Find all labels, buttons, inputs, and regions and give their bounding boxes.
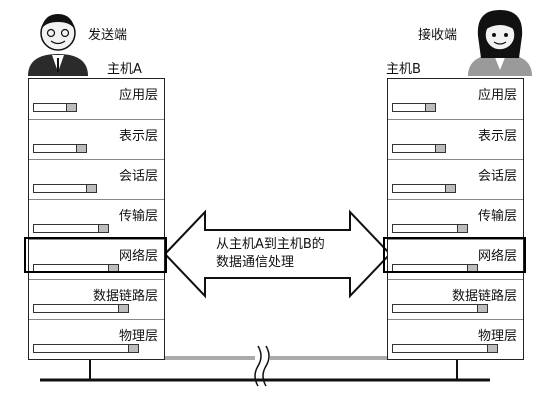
layer-label: 传输层 [477,209,517,224]
sender-layer-presentation: 表示层 [29,119,164,159]
sender-highlighted-layer [24,237,167,273]
data-unit-bar [33,184,97,193]
receiver-layer-physical: 物理层 [388,319,523,359]
layer-label: 会话层 [477,169,517,184]
sender-layer-datalink: 数据链路层 [29,279,164,319]
layer-label: 网络层 [118,249,158,264]
layer-label: 物理层 [477,329,517,344]
layer-label: 应用层 [477,88,517,103]
data-unit-bar [392,224,468,233]
sender-protocol-stack: 应用层 表示层 会话层 传输层 网络层 数据链路层 物理层 [28,78,165,360]
receiver-layer-transport: 传输层 [388,199,523,239]
receiver-layer-session: 会话层 [388,159,523,199]
receiver-role-label: 接收端 [418,28,458,43]
layer-label: 物理层 [118,329,158,344]
data-unit-bar [392,103,436,112]
layer-label: 数据链路层 [451,289,517,304]
layer-label: 网络层 [477,249,517,264]
receiver-highlighted-layer [383,237,526,273]
data-unit-bar [392,144,446,153]
data-unit-bar [33,144,87,153]
sender-role-label: 发送端 [88,28,128,43]
receiver-layer-application: 应用层 [388,79,523,119]
data-unit-bar [392,304,488,313]
sender-layer-session: 会话层 [29,159,164,199]
layer-label: 传输层 [118,209,158,224]
center-text-line-2: 数据通信处理 [216,255,295,270]
sender-layer-physical: 物理层 [29,319,164,359]
center-arrow-text: 从主机A到主机B的 数据通信处理 [216,236,325,272]
receiver-protocol-stack: 应用层 表示层 会话层 传输层 网络层 数据链路层 物理层 [387,78,524,360]
data-unit-bar [392,184,456,193]
layer-label: 表示层 [118,129,158,144]
layer-label: 会话层 [118,169,158,184]
sender-layer-application: 应用层 [29,79,164,119]
data-unit-bar [33,344,139,353]
layer-label: 数据链路层 [92,289,158,304]
receiver-person-icon [468,10,532,76]
data-unit-bar [33,224,109,233]
receiver-layer-network: 网络层 [388,239,523,279]
layer-label: 表示层 [477,129,517,144]
data-unit-bar [33,103,77,112]
receiver-layer-datalink: 数据链路层 [388,279,523,319]
layer-label: 应用层 [118,88,158,103]
data-unit-bar [392,344,498,353]
sender-host-label: 主机A [107,62,142,77]
sender-person-icon [28,14,88,76]
center-text-line-1: 从主机A到主机B的 [216,237,325,252]
receiver-layer-presentation: 表示层 [388,119,523,159]
receiver-host-label: 主机B [386,62,421,77]
data-unit-bar [33,304,129,313]
sender-layer-transport: 传输层 [29,199,164,239]
